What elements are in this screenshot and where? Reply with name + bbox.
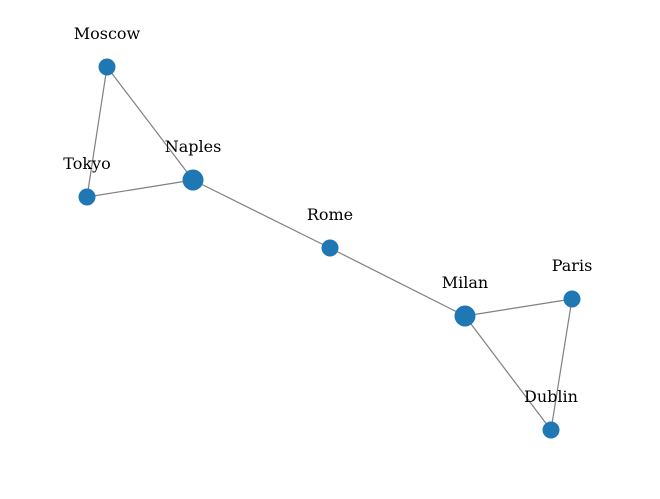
edge-moscow-tokyo — [86, 66, 108, 198]
node-rome — [321, 239, 339, 257]
node-label-dublin: Dublin — [524, 387, 578, 406]
node-label-naples: Naples — [165, 137, 222, 156]
edge-milan-dublin — [464, 315, 552, 431]
node-tokyo — [78, 188, 96, 206]
node-moscow — [98, 58, 116, 76]
node-paris — [563, 290, 581, 308]
edge-rome-milan — [329, 247, 466, 317]
node-label-paris: Paris — [552, 256, 593, 275]
node-dublin — [542, 421, 560, 439]
edge-paris-dublin — [550, 298, 573, 431]
node-milan — [454, 305, 476, 327]
node-label-milan: Milan — [442, 273, 488, 292]
edge-milan-paris — [464, 298, 573, 317]
node-label-rome: Rome — [307, 205, 353, 224]
node-label-moscow: Moscow — [74, 24, 141, 43]
edge-naples-rome — [192, 179, 331, 249]
nodes-group — [78, 58, 581, 439]
node-naples — [182, 169, 204, 191]
edge-tokyo-naples — [86, 179, 194, 198]
node-label-tokyo: Tokyo — [63, 154, 110, 173]
edges-group — [86, 66, 573, 431]
edge-moscow-naples — [106, 66, 194, 181]
